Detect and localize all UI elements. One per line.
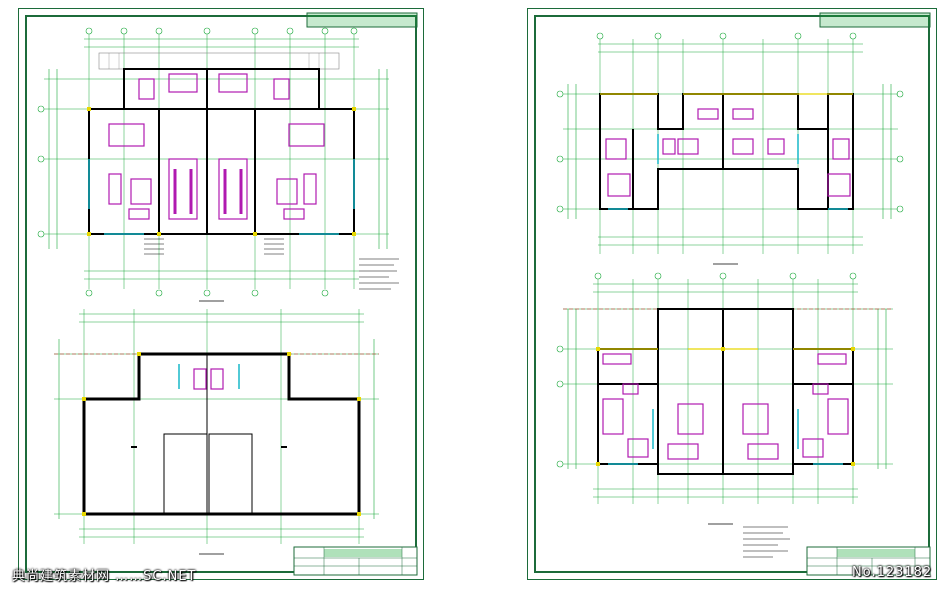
title-block-right (806, 546, 931, 576)
plan-second-floor (556, 32, 904, 265)
drawing-sheet-right (527, 8, 937, 580)
sheet-right-drawing (556, 12, 931, 576)
title-block-left (293, 546, 418, 576)
plan-third-floor (556, 272, 893, 558)
sheet-left-drawing (37, 12, 418, 576)
sheet-frame-left (25, 15, 417, 573)
sheet-frame-right (534, 15, 930, 573)
watermark-image-number: No.123182 (852, 565, 933, 580)
drawing-sheet-left (18, 8, 424, 580)
watermark-site-name: 典尚建筑素材网 ……SC.NET (12, 569, 197, 584)
plan-ground-floor (37, 27, 399, 302)
plan-roof (54, 309, 379, 555)
